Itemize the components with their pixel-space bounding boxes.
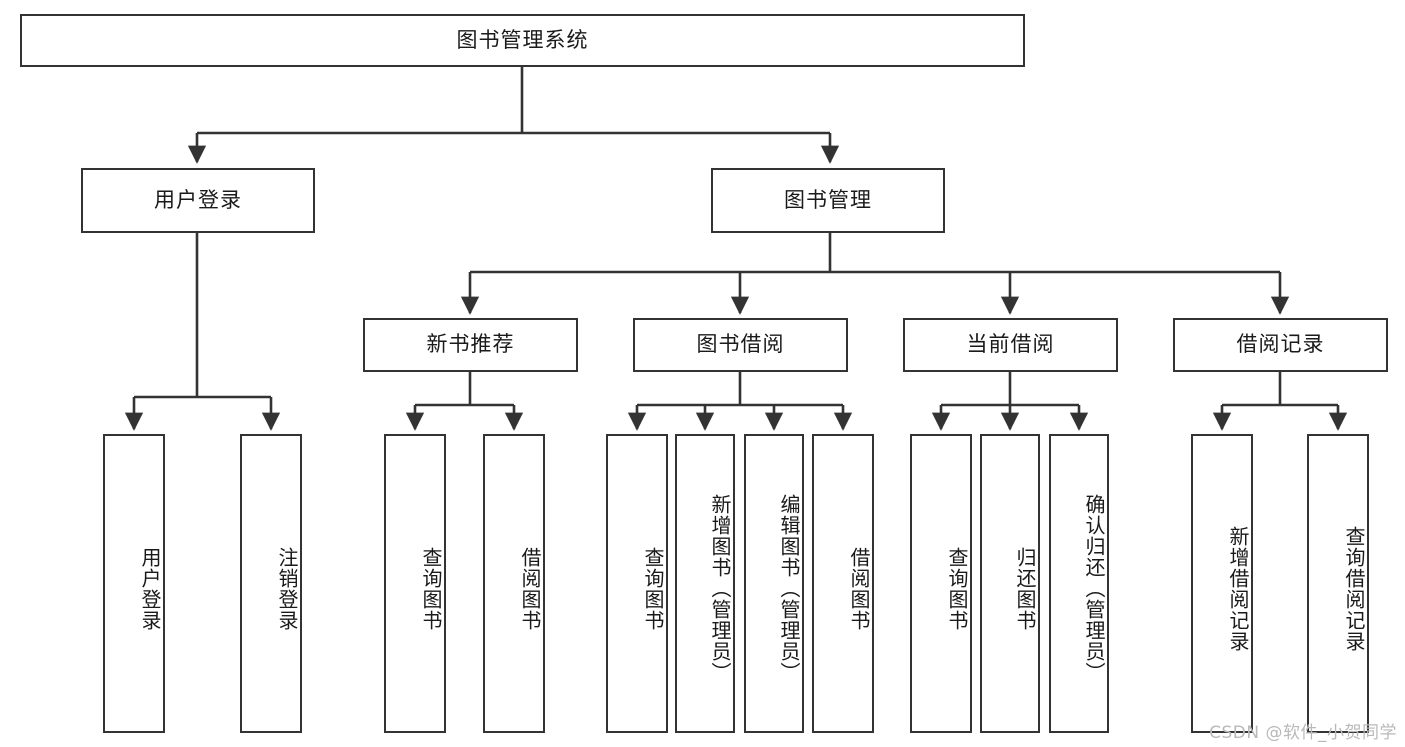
node-leaf-confirm-return[interactable]: 确认归还（管理员） (1049, 434, 1109, 733)
node-label: 借阅图书 (847, 546, 871, 631)
node-leaf-query-book-1[interactable]: 查询图书 (384, 434, 446, 733)
node-new-book-recommend[interactable]: 新书推荐 (363, 318, 578, 372)
node-leaf-query-book-2[interactable]: 查询图书 (606, 434, 668, 733)
node-leaf-logout[interactable]: 注销登录 (240, 434, 302, 733)
node-leaf-add-record[interactable]: 新增借阅记录 (1191, 434, 1253, 733)
node-label: 借阅图书 (518, 546, 542, 631)
node-label: 用户登录 (138, 546, 162, 631)
node-label: 查询图书 (641, 546, 665, 631)
node-label: 借阅记录 (1236, 332, 1325, 357)
node-current-borrow[interactable]: 当前借阅 (903, 318, 1118, 372)
node-leaf-add-book[interactable]: 新增图书（管理员） (675, 434, 735, 733)
node-label: 图书管理 (784, 187, 872, 212)
node-leaf-return-book[interactable]: 归还图书 (980, 434, 1040, 733)
csdn-watermark: CSDN @软件_小贺同学 (1209, 723, 1397, 743)
node-label: 查询借阅记录 (1342, 525, 1366, 652)
node-borrow-record[interactable]: 借阅记录 (1173, 318, 1388, 372)
node-label: 新增图书（管理员） (708, 494, 732, 683)
node-label: 查询图书 (419, 546, 443, 631)
node-label: 用户登录 (154, 187, 242, 212)
node-label: 图书借阅 (696, 332, 785, 357)
node-label: 新书推荐 (426, 332, 515, 357)
node-label: 图书管理系统 (456, 27, 589, 52)
node-label: 新增借阅记录 (1226, 525, 1250, 652)
node-leaf-user-login[interactable]: 用户登录 (103, 434, 165, 733)
node-leaf-borrow-book-2[interactable]: 借阅图书 (812, 434, 874, 733)
node-label: 注销登录 (275, 546, 299, 631)
node-label: 编辑图书（管理员） (777, 494, 801, 683)
node-book-manage[interactable]: 图书管理 (711, 168, 945, 233)
node-leaf-edit-book[interactable]: 编辑图书（管理员） (744, 434, 804, 733)
node-book-borrow[interactable]: 图书借阅 (633, 318, 848, 372)
node-root[interactable]: 图书管理系统 (20, 14, 1025, 67)
node-label: 确认归还（管理员） (1082, 494, 1106, 683)
node-leaf-query-book-3[interactable]: 查询图书 (910, 434, 972, 733)
node-leaf-borrow-book-1[interactable]: 借阅图书 (483, 434, 545, 733)
node-label: 当前借阅 (966, 332, 1055, 357)
node-label: 查询图书 (945, 546, 969, 631)
node-leaf-query-record[interactable]: 查询借阅记录 (1307, 434, 1369, 733)
node-user-login[interactable]: 用户登录 (81, 168, 315, 233)
node-label: 归还图书 (1013, 546, 1037, 631)
